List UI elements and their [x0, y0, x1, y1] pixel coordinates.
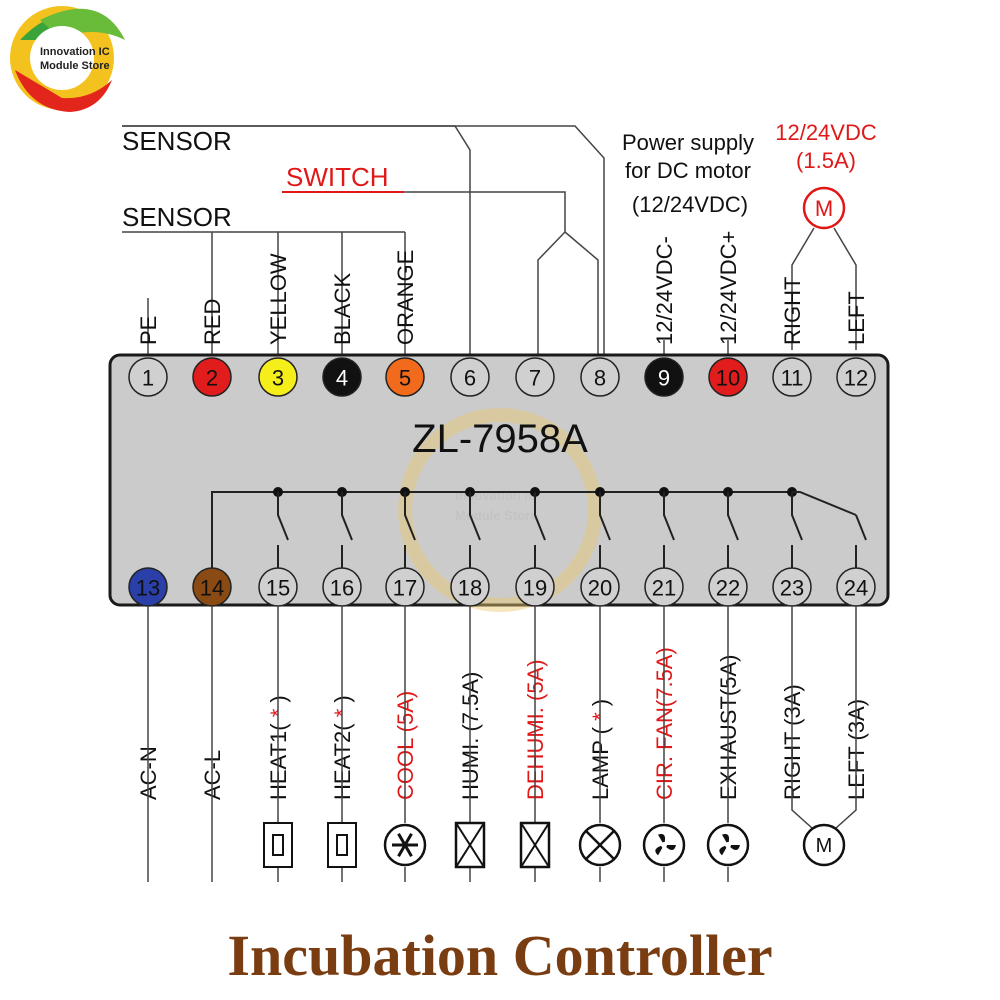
- terminal-number: 16: [330, 576, 354, 601]
- terminal-1: 1 PE: [128, 316, 168, 397]
- terminal-2: 2 RED: [192, 299, 232, 397]
- terminal-number: 21: [652, 576, 676, 601]
- heater-resistor-icon: [263, 822, 293, 868]
- power-supply-line2: for DC motor: [625, 158, 751, 183]
- store-logo: Innovation IC Module Store: [10, 6, 125, 112]
- terminal-17: 17: [385, 567, 425, 607]
- terminal-number: 23: [780, 576, 804, 601]
- wire-label-4: BLACK: [330, 273, 355, 345]
- terminal-number: 10: [716, 366, 740, 391]
- power-supply-line3: (12/24VDC): [632, 192, 748, 217]
- terminal-21: 21: [644, 567, 684, 607]
- solenoid-valve-icon: [519, 821, 551, 869]
- terminal-number: 7: [529, 366, 541, 391]
- logo-line2: Module Store: [40, 60, 110, 72]
- terminal-6: 6: [450, 357, 490, 397]
- terminal-number: 24: [844, 576, 868, 601]
- terminal-24: 24: [836, 567, 876, 607]
- terminal-8: 8: [580, 357, 620, 397]
- terminal-number: 13: [136, 576, 160, 601]
- relay-contact-17: [400, 487, 416, 568]
- wire-label-10: 12/24VDC+: [716, 231, 741, 345]
- heater-resistor-icon: [327, 822, 357, 868]
- terminal-number: 20: [588, 576, 612, 601]
- terminal-number: 12: [844, 366, 868, 391]
- terminal-number: 1: [142, 366, 154, 391]
- relay-contact-22: [723, 487, 739, 568]
- terminal-number: 4: [336, 366, 348, 391]
- relay-wiring: [211, 487, 867, 585]
- fan-icon: [706, 823, 750, 867]
- terminal-number: 17: [393, 576, 417, 601]
- terminal-number: 11: [781, 366, 804, 391]
- terminal-number: 3: [272, 366, 284, 391]
- terminal-9: 9 12/24VDC-: [644, 236, 684, 397]
- wire-label-3: YELLOW: [266, 253, 291, 345]
- relay-contact-16: [337, 487, 353, 568]
- terminal-number: 22: [716, 576, 740, 601]
- motor-letter: M: [816, 835, 833, 857]
- terminal-15: 15: [258, 567, 298, 607]
- relay-contact-15: [273, 487, 289, 568]
- terminal-number: 18: [458, 576, 482, 601]
- terminal-number: 14: [200, 576, 224, 601]
- terminal-22: 22: [708, 567, 748, 607]
- sensor-label-b: SENSOR: [122, 202, 232, 232]
- terminal-18: 18: [450, 567, 490, 607]
- logo-line1: Innovation IC: [40, 46, 110, 58]
- controller-panel: [108, 353, 890, 607]
- terminal-4: 4 BLACK: [322, 273, 362, 397]
- motor-rating-line1: 12/24VDC: [775, 120, 877, 145]
- motor-icon: M: [791, 800, 857, 867]
- motor-rating-line2: (1.5A): [796, 148, 856, 173]
- relay-contact-20: [595, 487, 611, 568]
- lamp-icon: [578, 823, 622, 867]
- switch-label: SWITCH: [286, 162, 389, 192]
- fan-icon: [642, 823, 686, 867]
- terminal-19: 19: [515, 567, 555, 607]
- power-supply-line1: Power supply: [622, 130, 754, 155]
- terminal-5: 5 ORANGE: [385, 250, 425, 397]
- terminal-23: 23: [772, 567, 812, 607]
- terminal-10: 10 12/24VDC+: [708, 231, 748, 397]
- top-terminal-row: 1 PE 2 RED 3 YELLOW 4 BLACK 5 ORANGE 6 7 8 9 12/24VDC-…: [128, 231, 876, 397]
- terminal-14: 14: [192, 567, 232, 607]
- wire-label-9: 12/24VDC-: [652, 236, 677, 345]
- terminal-13: 13: [128, 567, 168, 607]
- model-number: ZL-7958A: [412, 417, 588, 461]
- relay-contact-24: [855, 514, 867, 568]
- terminal-number: 19: [523, 576, 547, 601]
- snowflake-cooler-icon: [383, 823, 427, 867]
- motor-top-icon: M: [802, 186, 846, 230]
- wire-label-11: RIGHT: [780, 277, 805, 345]
- terminal-12: 12 LEFT: [836, 291, 876, 397]
- wire-label-1: PE: [136, 316, 161, 345]
- terminal-7: 7: [515, 357, 555, 397]
- relay-contact-19: [530, 487, 546, 568]
- solenoid-valve-icon: [454, 821, 486, 869]
- terminal-20: 20: [580, 567, 620, 607]
- watermark-line2: Module Store: [455, 508, 537, 523]
- terminal-number: 9: [658, 366, 670, 391]
- page-title: Incubation Controller: [227, 923, 772, 988]
- terminal-3: 3 YELLOW: [258, 253, 298, 397]
- wire-label-2: RED: [200, 299, 225, 345]
- terminal-11: 11 RIGHT: [772, 277, 812, 397]
- terminal-number: 2: [206, 366, 218, 391]
- wire-label-12: LEFT: [844, 291, 869, 345]
- terminal-number: 15: [266, 576, 290, 601]
- motor-top-letter: M: [815, 196, 833, 221]
- terminal-number: 6: [464, 366, 476, 391]
- terminal-number: 8: [594, 366, 606, 391]
- relay-contact-21: [659, 487, 675, 568]
- relay-contact-18: [465, 487, 481, 568]
- terminal-number: 5: [399, 366, 411, 391]
- terminal-16: 16: [322, 567, 362, 607]
- wire-label-5: ORANGE: [393, 250, 418, 345]
- bottom-terminal-row: 13 14 15 16 17 18 19 20 21 22 23 24: [128, 567, 876, 607]
- sensor-label-a: SENSOR: [122, 126, 232, 156]
